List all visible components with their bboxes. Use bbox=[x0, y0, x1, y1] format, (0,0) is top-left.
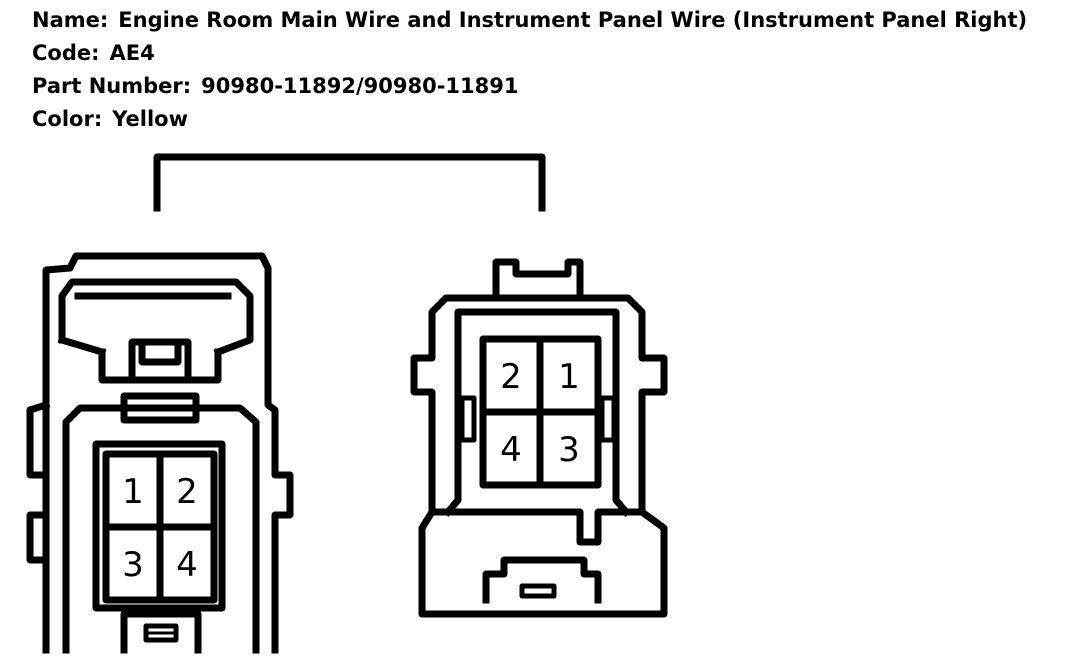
code-label: Code: bbox=[32, 41, 100, 65]
part-number-label: Part Number: bbox=[32, 74, 192, 98]
left-pin-4: 4 bbox=[176, 545, 198, 585]
color-row: Color: Yellow bbox=[32, 103, 1027, 136]
left-pin-2: 2 bbox=[176, 472, 198, 512]
code-row: Code: AE4 bbox=[32, 37, 1027, 70]
right-pin-1: 1 bbox=[558, 357, 580, 397]
color-value: Yellow bbox=[112, 107, 188, 131]
part-number-value: 90980-11892/90980-11891 bbox=[201, 74, 519, 98]
right-connector bbox=[410, 258, 668, 618]
left-pin-3: 3 bbox=[122, 545, 144, 585]
right-pin-4: 4 bbox=[500, 430, 522, 470]
right-pin-2: 2 bbox=[500, 357, 522, 397]
connector-info: Name: Engine Room Main Wire and Instrumen… bbox=[32, 4, 1027, 136]
left-pin-1: 1 bbox=[122, 472, 144, 512]
name-value: Engine Room Main Wire and Instrument Pan… bbox=[118, 8, 1028, 32]
code-value: AE4 bbox=[109, 41, 155, 65]
left-connector bbox=[26, 252, 294, 654]
name-row: Name: Engine Room Main Wire and Instrumen… bbox=[32, 4, 1027, 37]
part-number-row: Part Number: 90980-11892/90980-11891 bbox=[32, 70, 1027, 103]
mating-bracket bbox=[153, 153, 546, 212]
right-pin-3: 3 bbox=[558, 430, 580, 470]
color-label: Color: bbox=[32, 107, 103, 131]
name-label: Name: bbox=[32, 8, 109, 32]
